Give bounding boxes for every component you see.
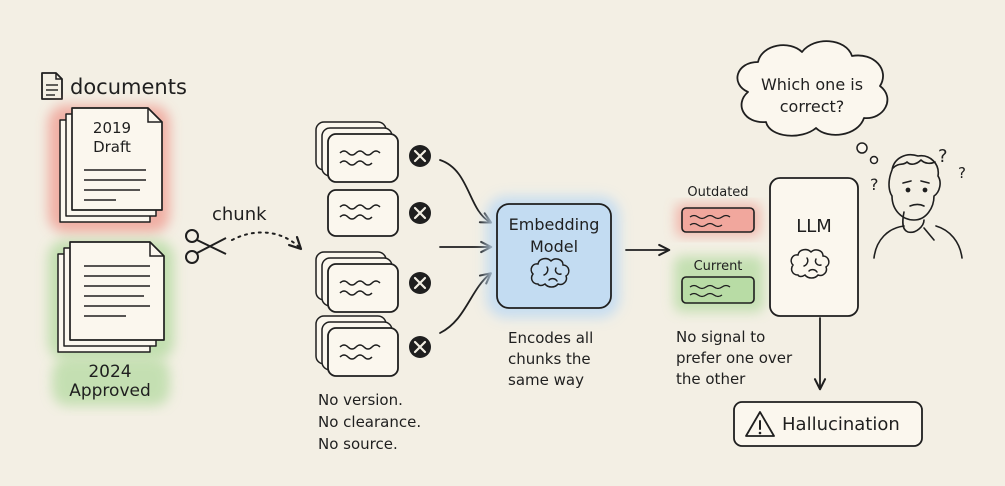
embedding-model: Embedding Model — [486, 196, 620, 318]
chunk-card — [315, 251, 399, 313]
document-icon — [41, 72, 63, 100]
x-circle-icon — [409, 202, 431, 224]
thought-bubble — [736, 40, 889, 137]
doc-2019-status: Draft — [93, 138, 131, 156]
embedding-note-2: chunks the — [508, 350, 591, 368]
embedding-note-1: Encodes all — [508, 329, 593, 347]
doc-2019-draft: 2019 Draft — [48, 105, 170, 233]
embedding-model-title-2: Model — [530, 237, 578, 256]
doc-2024-approved: 2024 Approved — [48, 240, 174, 406]
embedding-note-3: same way — [508, 371, 584, 389]
chunk-to-embedding-arrows — [439, 159, 493, 334]
thought-cloud: Which one is correct? — [736, 40, 889, 165]
chunk-note-version: No version. — [318, 391, 403, 409]
context-note-3: the other — [676, 370, 746, 388]
documents-header: documents — [41, 72, 187, 100]
chunk-card — [315, 121, 399, 183]
thought-line-1: Which one is — [761, 75, 863, 94]
confused-person-icon: ? ? ? — [870, 146, 966, 259]
chunk-step: chunk — [185, 204, 303, 264]
chunk-arrow — [231, 231, 303, 251]
svg-text:?: ? — [938, 146, 948, 167]
thought-line-2: correct? — [780, 97, 845, 116]
doc-2019-year: 2019 — [93, 119, 131, 137]
retrieved-outdated: Outdated — [676, 185, 760, 236]
svg-text:?: ? — [958, 164, 966, 182]
scissors-icon — [185, 229, 227, 264]
llm: LLM — [769, 177, 859, 317]
context-note-1: No signal to — [676, 328, 765, 346]
llm-box — [769, 177, 859, 317]
llm-label: LLM — [796, 216, 832, 237]
brain-icon — [790, 248, 830, 279]
embedding-notes: Encodes all chunks the same way — [508, 329, 593, 389]
chunk-notes: No version. No clearance. No source. — [318, 391, 421, 453]
chunk-card — [327, 189, 399, 237]
outdated-chunk — [681, 207, 755, 233]
brain-icon — [530, 257, 570, 288]
chunk-note-source: No source. — [318, 435, 398, 453]
chunk-note-clearance: No clearance. — [318, 413, 421, 431]
x-circle-icon — [409, 336, 431, 358]
context-note-2: prefer one over — [676, 349, 793, 367]
x-circle-icon — [409, 145, 431, 167]
current-label: Current — [694, 259, 743, 274]
chunk-label: chunk — [212, 204, 267, 225]
hallucination-label: Hallucination — [782, 414, 900, 435]
context-notes: No signal to prefer one over the other — [676, 328, 793, 388]
x-circle-icon — [409, 272, 431, 294]
embedding-model-title-1: Embedding — [509, 215, 600, 234]
doc-2024-status: Approved — [69, 381, 151, 401]
document-page-icon — [71, 107, 163, 211]
current-chunk — [681, 276, 755, 304]
chunk-stack — [315, 121, 399, 377]
embedding-model-box — [496, 203, 612, 309]
doc-2024-year: 2024 — [88, 362, 131, 382]
hallucination-box: Hallucination — [733, 401, 923, 447]
missing-metadata-marks — [409, 145, 431, 358]
warning-icon — [745, 411, 775, 437]
svg-text:?: ? — [870, 175, 879, 194]
retrieved-current: Current — [674, 256, 764, 312]
documents-label: documents — [70, 75, 187, 99]
chunk-card — [315, 315, 399, 377]
outdated-label: Outdated — [687, 185, 748, 200]
